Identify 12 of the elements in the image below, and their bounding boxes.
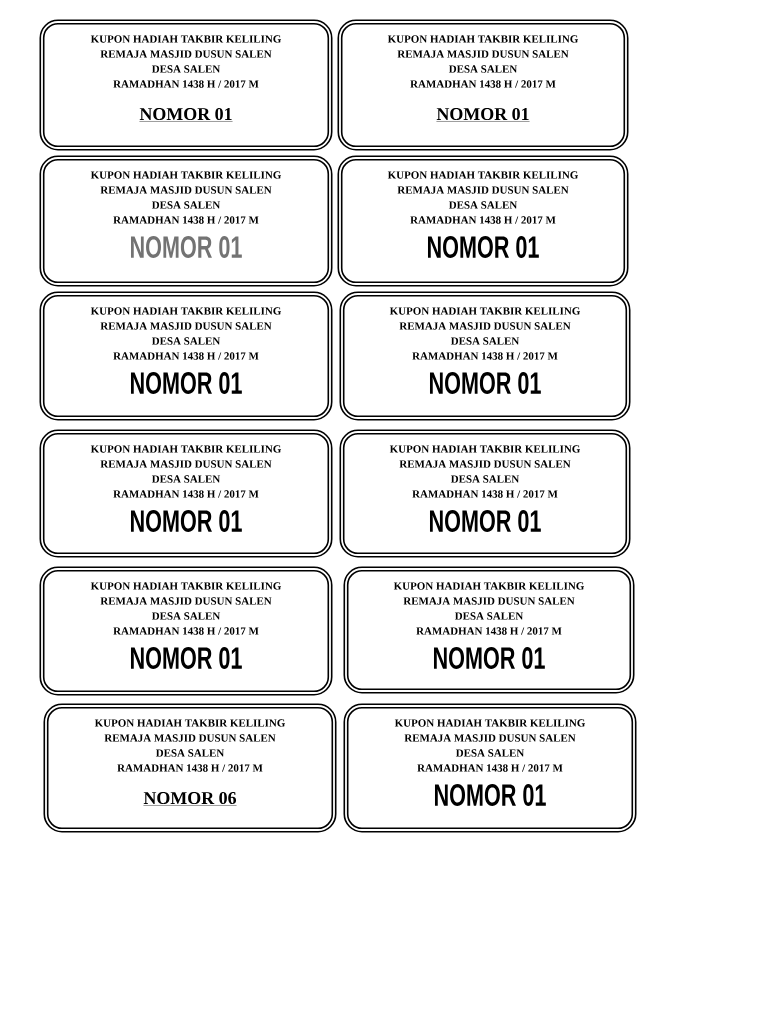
- coupon-card: KUPON HADIAH TAKBIR KELILING REMAJA MASJID DUSUN SALEN DESA SALEN RAMADHAN 1438 H / 2017 M NOMOR 01: [343, 703, 637, 833]
- coupon-card: KUPON HADIAH TAKBIR KELILING REMAJA MASJID DUSUN SALEN DESA SALEN RAMADHAN 1438 H / 2017 M NOMOR 01: [39, 155, 333, 287]
- coupon-card: KUPON HADIAH TAKBIR KELILING REMAJA MASJID DUSUN SALEN DESA SALEN RAMADHAN 1438 H / 2017 M NOMOR 01: [337, 19, 629, 151]
- coupon-card: KUPON HADIAH TAKBIR KELILING REMAJA MASJID DUSUN SALEN DESA SALEN RAMADHAN 1438 H / 2017 M NOMOR 01: [337, 155, 629, 287]
- coupon-card: KUPON HADIAH TAKBIR KELILING REMAJA MASJID DUSUN SALEN DESA SALEN RAMADHAN 1438 H / 2017 M NOMOR 01: [339, 429, 631, 558]
- coupon-card: KUPON HADIAH TAKBIR KELILING REMAJA MASJID DUSUN SALEN DESA SALEN RAMADHAN 1438 H / 2017 M NOMOR 01: [39, 291, 333, 421]
- coupon-card: KUPON HADIAH TAKBIR KELILING REMAJA MASJID DUSUN SALEN DESA SALEN RAMADHAN 1438 H / 2017 M NOMOR 06: [43, 703, 337, 833]
- coupon-card: KUPON HADIAH TAKBIR KELILING REMAJA MASJID DUSUN SALEN DESA SALEN RAMADHAN 1438 H / 2017 M NOMOR 01: [39, 19, 333, 151]
- coupon-card: KUPON HADIAH TAKBIR KELILING REMAJA MASJID DUSUN SALEN DESA SALEN RAMADHAN 1438 H / 2017 M NOMOR 01: [39, 566, 333, 696]
- coupon-card: KUPON HADIAH TAKBIR KELILING REMAJA MASJID DUSUN SALEN DESA SALEN RAMADHAN 1438 H / 2017 M NOMOR 01: [39, 429, 333, 558]
- coupon-card: KUPON HADIAH TAKBIR KELILING REMAJA MASJID DUSUN SALEN DESA SALEN RAMADHAN 1438 H / 2017 M NOMOR 01: [343, 566, 635, 694]
- coupon-card: KUPON HADIAH TAKBIR KELILING REMAJA MASJID DUSUN SALEN DESA SALEN RAMADHAN 1438 H / 2017 M NOMOR 01: [339, 291, 631, 421]
